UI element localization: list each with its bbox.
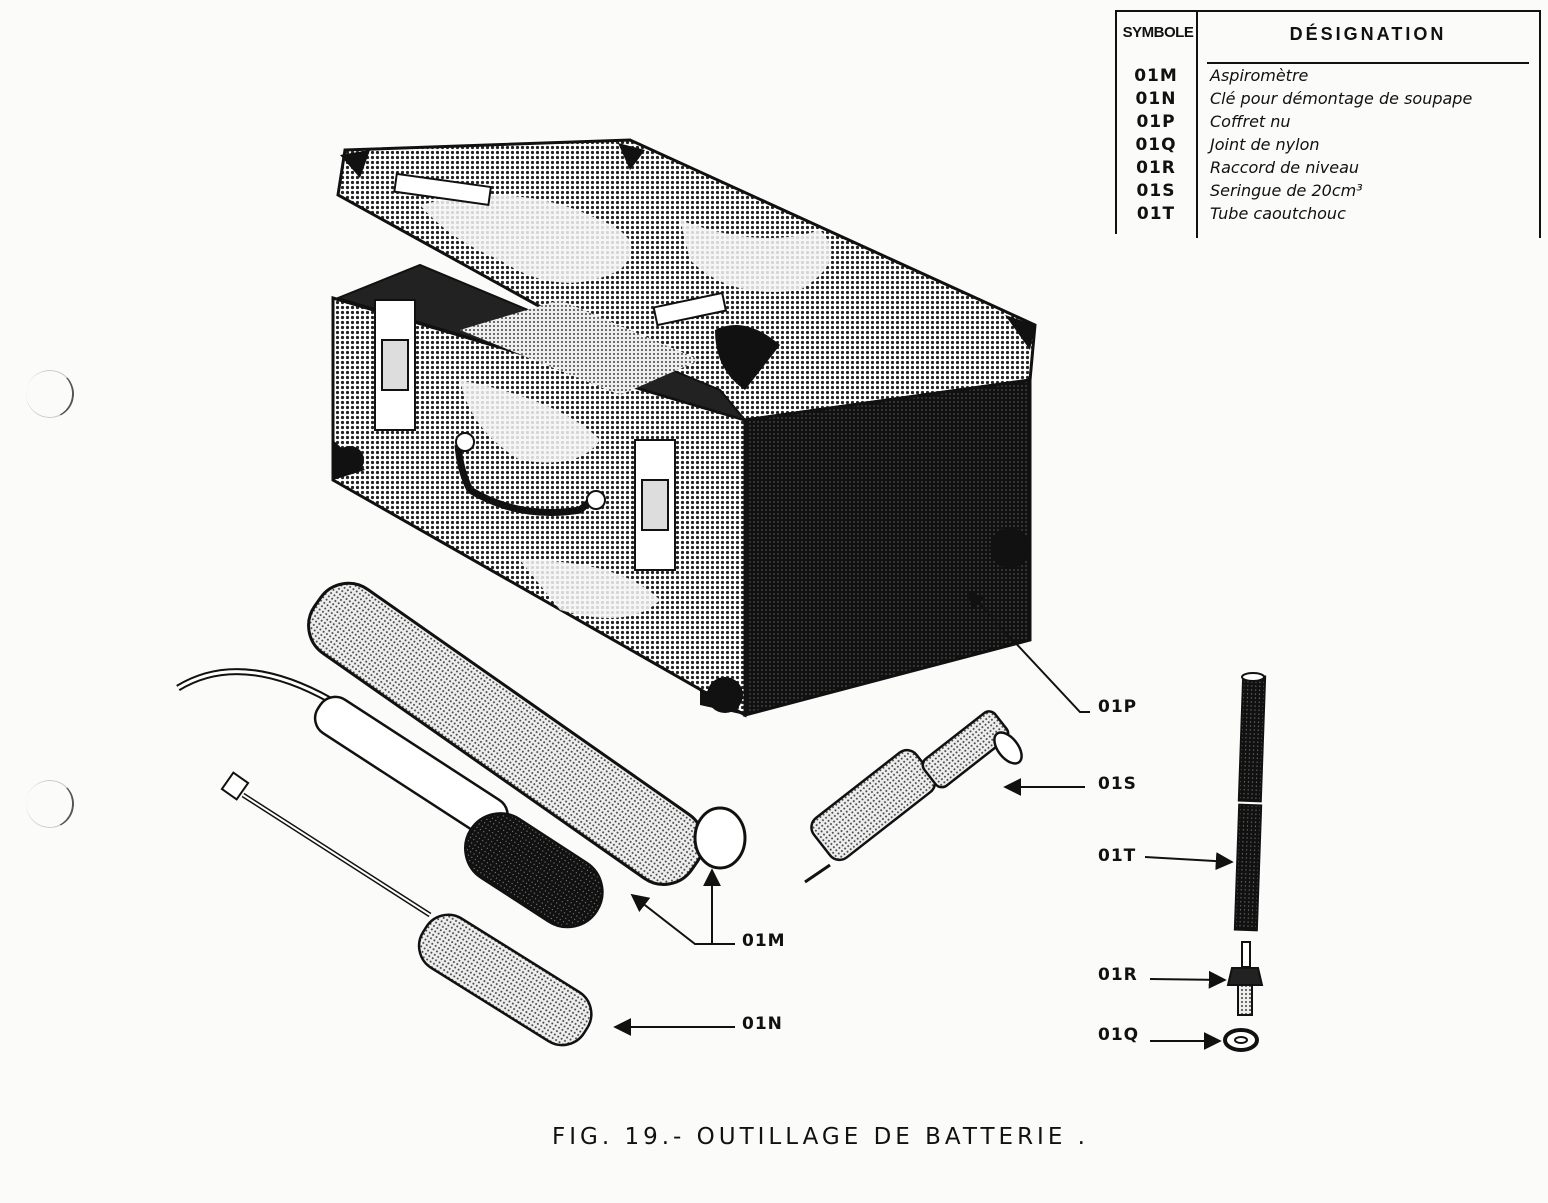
legend-row: 01S Seringue de 20cm³ bbox=[1115, 181, 1539, 204]
legend-designation: Tube caoutchouc bbox=[1210, 204, 1346, 223]
case-side bbox=[743, 378, 1032, 717]
legend-left-border bbox=[1115, 12, 1117, 234]
legend-designation: Clé pour démontage de soupape bbox=[1210, 89, 1473, 108]
legend-header-designation: DÉSIGNATION bbox=[1289, 24, 1447, 44]
callout-label-01s: 01S bbox=[1098, 774, 1137, 794]
legend-symbol: 01M bbox=[1134, 66, 1178, 86]
legend-row: 01Q Joint de nylon bbox=[1115, 135, 1539, 158]
callout-label-01t: 01T bbox=[1098, 846, 1137, 866]
legend-symbol: 01P bbox=[1136, 112, 1176, 132]
leader-01t bbox=[1144, 852, 1234, 871]
legend-symbol: 01Q bbox=[1135, 135, 1177, 155]
glass-tube bbox=[307, 581, 747, 886]
callout-label-01p: 01P bbox=[1098, 697, 1138, 717]
legend-row: 01P Coffret nu bbox=[1115, 112, 1539, 135]
callout-leaders bbox=[613, 590, 1234, 1050]
syringe-seringue bbox=[804, 710, 1023, 884]
case-coffret bbox=[331, 138, 1037, 718]
legend-table: SYMBOLE DÉSIGNATION 01M Aspiromètre 01N … bbox=[1115, 10, 1541, 238]
legend-row: 01R Raccord de niveau bbox=[1115, 158, 1539, 181]
callout-label-01r: 01R bbox=[1098, 965, 1138, 985]
legend-column-divider bbox=[1196, 12, 1198, 238]
legend-symbol: 01T bbox=[1136, 204, 1176, 224]
legend-symbol: 01S bbox=[1136, 181, 1176, 201]
legend-header-symbol: SYMBOLE bbox=[1122, 24, 1194, 41]
leader-01m-a bbox=[703, 868, 735, 945]
legend-row: 01T Tube caoutchouc bbox=[1115, 204, 1539, 227]
legend-row: 01N Clé pour démontage de soupape bbox=[1115, 89, 1539, 112]
legend-designation: Raccord de niveau bbox=[1210, 158, 1360, 177]
level-fitting-raccord bbox=[1226, 941, 1264, 1016]
nylon-seal-joint bbox=[1223, 1028, 1259, 1052]
figure-caption: FIG. 19.- OUTILLAGE DE BATTERIE . bbox=[552, 1124, 1089, 1150]
legend-symbol: 01R bbox=[1136, 158, 1176, 178]
case-latch-left bbox=[374, 299, 416, 431]
legend-designation: Seringue de 20cm³ bbox=[1210, 181, 1363, 200]
valve-key-cle bbox=[220, 771, 593, 1047]
legend-designation: Joint de nylon bbox=[1210, 135, 1320, 154]
legend-header-rule bbox=[1207, 62, 1529, 64]
legend-designation: Aspiromètre bbox=[1210, 66, 1309, 85]
leader-01p bbox=[966, 590, 1090, 713]
callout-label-01m: 01M bbox=[742, 931, 786, 951]
legend-row: 01M Aspiromètre bbox=[1115, 66, 1539, 89]
callout-label-01q: 01Q bbox=[1098, 1025, 1140, 1045]
hydrometer-aspirometre bbox=[176, 668, 604, 929]
rubber-tube bbox=[1233, 672, 1267, 932]
callout-label-01n: 01N bbox=[742, 1014, 783, 1034]
leader-01m-b bbox=[630, 893, 712, 945]
leader-01r bbox=[1149, 970, 1227, 989]
legend-symbol: 01N bbox=[1135, 89, 1177, 109]
legend-designation: Coffret nu bbox=[1210, 112, 1291, 131]
case-latch-right bbox=[634, 439, 676, 571]
